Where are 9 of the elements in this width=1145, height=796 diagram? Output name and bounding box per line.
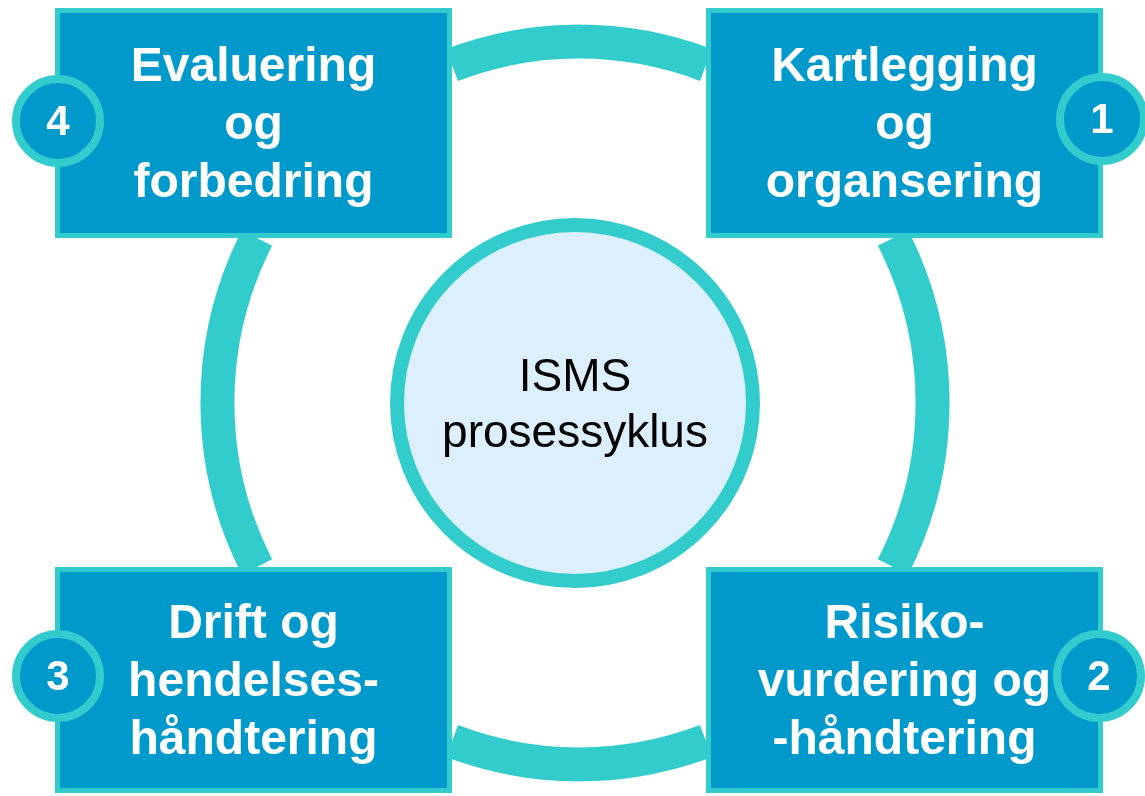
step-number-text: 3 <box>46 652 70 700</box>
node-label: Evaluering og forbedring <box>129 37 378 209</box>
step-number-text: 1 <box>1090 95 1114 143</box>
node-label: Kartlegging og organsering <box>764 37 1045 209</box>
node-label: Drift og hendelses- håndtering <box>127 594 380 766</box>
node-label: Risiko- vurdering og -håndtering <box>756 594 1053 766</box>
node-label: ISMS prosessyklus <box>441 348 709 459</box>
step-number-text: 4 <box>46 97 70 145</box>
step-number-text: 2 <box>1087 652 1111 700</box>
